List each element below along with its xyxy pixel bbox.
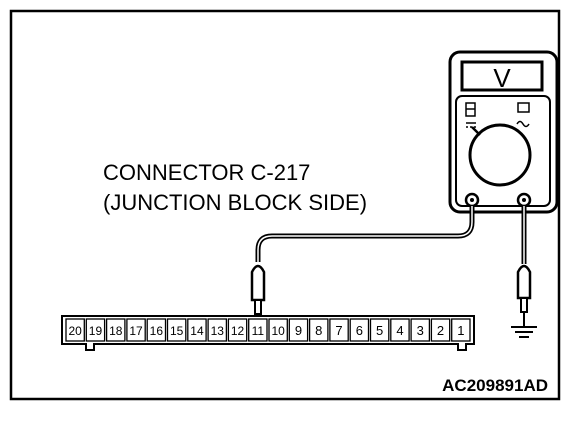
dc-voltage-icon: [466, 122, 476, 128]
connector-pin-label: 8: [315, 323, 322, 338]
connector-pin-label: 7: [335, 323, 342, 338]
connector-pin-8: 8: [308, 318, 329, 342]
connector-pin-label: 10: [271, 324, 285, 338]
connector-pin-label: 6: [356, 323, 363, 338]
connector-pin-4: 4: [390, 318, 410, 342]
meter-display-unit: V: [493, 63, 511, 93]
connector-pin-label: 13: [211, 324, 225, 338]
connector-pin-20: 20: [65, 318, 85, 342]
connector-pin-17: 17: [126, 318, 146, 342]
connector-pin-5: 5: [369, 318, 390, 342]
connector-side-label: (JUNCTION BLOCK SIDE): [103, 190, 367, 215]
connector-pin-12: 12: [227, 318, 248, 342]
connector-pin-label: 9: [295, 323, 302, 338]
connector-pin-label: 15: [170, 324, 184, 338]
meter-display: [460, 60, 544, 92]
connector-pin-label: 20: [68, 324, 82, 338]
connector-pin-14: 14: [187, 318, 207, 342]
connector-pin-19: 19: [85, 318, 106, 342]
connector-pin-15: 15: [166, 318, 187, 342]
probe-tip-left: [250, 264, 266, 322]
connector-pin-label: 19: [89, 324, 103, 338]
connector-pin-label: 1: [457, 323, 464, 338]
meter-button-right: [517, 102, 530, 113]
connector-pin-label: 11: [252, 324, 265, 338]
rotary-dial: [468, 123, 532, 187]
connector-pin-10: 10: [268, 318, 288, 342]
connector-pin-2: 2: [430, 318, 451, 342]
connector-pin-11: 11: [248, 318, 268, 342]
probe-tip-right: [516, 264, 532, 326]
connector-pin-13: 13: [207, 318, 228, 342]
ac-wave-icon: [516, 120, 530, 128]
connector-pin-label: 5: [376, 323, 383, 338]
connector-pin-label: 3: [417, 323, 424, 338]
connector-pin-label: 16: [150, 324, 164, 338]
connector-pin-label: 2: [437, 323, 444, 338]
test-lead-wire-left-core: [257, 206, 473, 262]
connector-pin-3: 3: [410, 318, 431, 342]
connector-pin-label: 17: [129, 324, 143, 338]
connector-pin-7: 7: [329, 318, 349, 342]
connector-pin-16: 16: [146, 318, 167, 342]
connector-pin-18: 18: [105, 318, 126, 342]
multimeter: V: [448, 50, 559, 214]
dial-pointer: [471, 126, 481, 136]
v-jack-hole: [522, 198, 526, 202]
ground-symbol-icon: [511, 326, 537, 338]
connector-pin-label: 14: [190, 324, 204, 338]
connector-pin-9: 9: [288, 318, 309, 342]
connector-pin-label: 12: [231, 324, 245, 338]
figure-frame: [9, 9, 561, 401]
figure-id: AC209891AD: [442, 376, 548, 395]
connector-pin-label: 18: [109, 324, 123, 338]
connector-label: CONNECTOR C-217: [103, 160, 310, 185]
connector-pin-label: 4: [396, 323, 403, 338]
connector-pin-1: 1: [451, 318, 471, 342]
connector-pin-6: 6: [349, 318, 370, 342]
com-jack-hole: [470, 198, 474, 202]
